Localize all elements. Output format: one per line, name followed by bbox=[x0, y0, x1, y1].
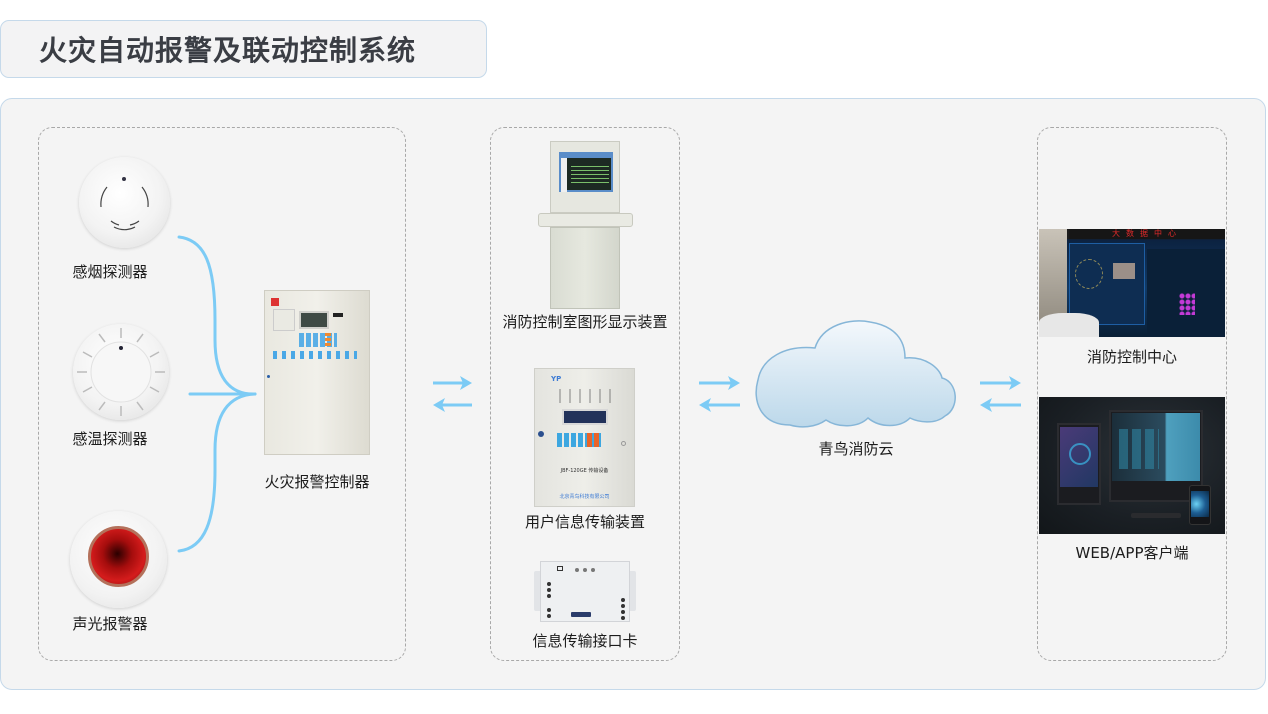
user-info-transmission-unit-icon: YP JBF-120GE 传输设备 北京青鸟科技有限公司 bbox=[534, 368, 635, 507]
control-room-group bbox=[490, 127, 680, 661]
interface-card-label: 信息传输接口卡 bbox=[532, 632, 638, 650]
cloud-label: 青鸟消防云 bbox=[818, 440, 894, 458]
interface-card-icon bbox=[534, 561, 636, 622]
smoke-detector-icon bbox=[79, 157, 170, 248]
fire-alarm-controller-label: 火灾报警控制器 bbox=[264, 473, 370, 491]
user-info-transmission-unit-label: 用户信息传输装置 bbox=[524, 513, 646, 531]
graphic-display-console-label: 消防控制室图形显示装置 bbox=[502, 313, 668, 331]
web-app-client-photo bbox=[1039, 397, 1225, 534]
web-app-client-label: WEB/APP客户端 bbox=[1075, 544, 1189, 562]
client-group bbox=[1037, 127, 1227, 661]
graphic-display-console-icon bbox=[538, 141, 633, 309]
control-center-banner: 大数据中心 bbox=[1069, 229, 1225, 239]
title-box: 火灾自动报警及联动控制系统 bbox=[0, 20, 487, 78]
audible-visual-alarm-icon bbox=[70, 511, 167, 608]
smoke-detector-label: 感烟探测器 bbox=[72, 263, 148, 281]
control-center-label: 消防控制中心 bbox=[1086, 348, 1178, 366]
field-devices-group bbox=[38, 127, 406, 661]
unit-footer-text: 北京青鸟科技有限公司 bbox=[559, 494, 610, 500]
unit-model-text: JBF-120GE 传输设备 bbox=[560, 468, 609, 474]
logo-badge bbox=[271, 298, 279, 306]
page-title: 火灾自动报警及联动控制系统 bbox=[39, 34, 417, 67]
audible-visual-alarm-label: 声光报警器 bbox=[72, 615, 148, 633]
control-center-photo: 大数据中心 bbox=[1039, 229, 1225, 337]
heat-detector-icon bbox=[73, 324, 169, 420]
fire-alarm-controller-icon bbox=[264, 290, 370, 455]
heat-detector-label: 感温探测器 bbox=[72, 430, 148, 448]
